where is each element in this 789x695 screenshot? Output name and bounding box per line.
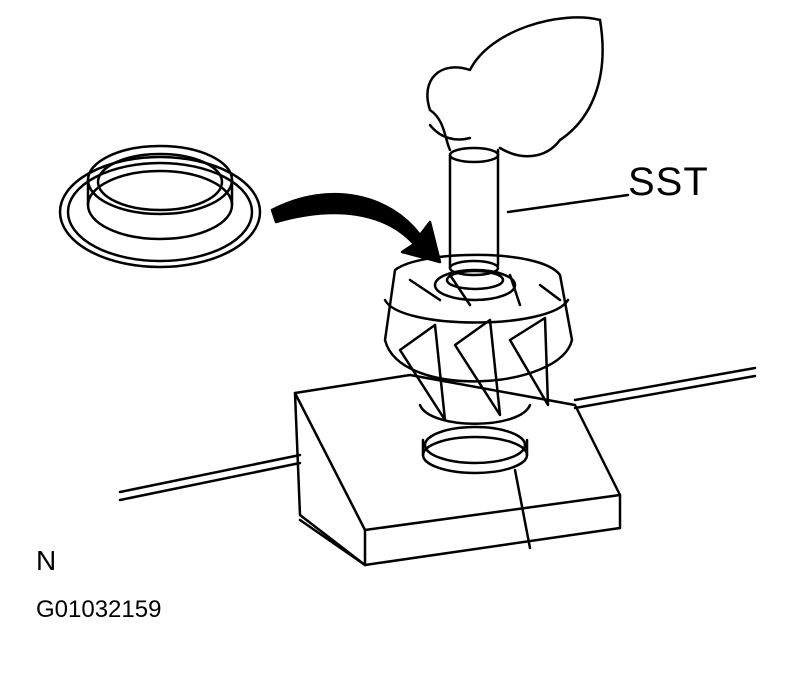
figure-id-label: G01032159: [36, 596, 162, 623]
hand: [426, 16, 604, 158]
arrow-icon: [270, 192, 442, 264]
wooden-block: [293, 373, 622, 567]
orientation-label: N: [36, 545, 57, 576]
sst-label: SST: [628, 160, 709, 204]
bearing-cover: [58, 144, 262, 269]
workbench: [118, 366, 757, 502]
special-service-tool: [448, 146, 630, 277]
rotor: [383, 253, 574, 475]
